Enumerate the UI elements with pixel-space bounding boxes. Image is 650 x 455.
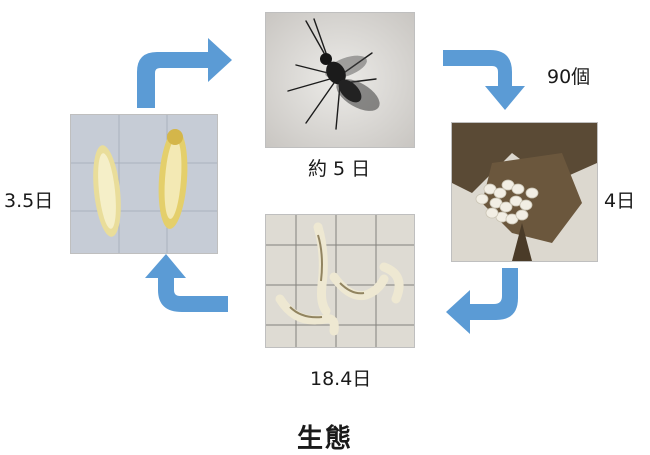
- arrow-larva-to-pupa-icon: [145, 254, 228, 312]
- arrow-egg-to-larva-icon: [446, 268, 518, 334]
- adult-fly-photo: [265, 12, 415, 148]
- larva-photo-icon: [266, 215, 414, 347]
- larva-duration-label: 18.4日: [310, 364, 371, 391]
- diagram-caption: 生態: [0, 418, 650, 455]
- pupa-photo-icon: [71, 115, 217, 253]
- adult-duration-label: 約 5 日: [308, 154, 370, 181]
- fly-photo-icon: [266, 13, 414, 147]
- arrow-adult-to-egg-icon: [443, 50, 525, 110]
- egg-cluster-photo: [451, 122, 598, 262]
- arrow-pupa-to-adult-icon: [137, 38, 232, 108]
- egg-count-label: 90個: [547, 62, 590, 89]
- egg-duration-label: 4日: [604, 186, 635, 213]
- larva-photo: [265, 214, 415, 348]
- egg-cluster-photo-icon: [452, 123, 597, 261]
- pupa-photo: [70, 114, 218, 254]
- pupa-duration-label: 3.5日: [4, 186, 53, 213]
